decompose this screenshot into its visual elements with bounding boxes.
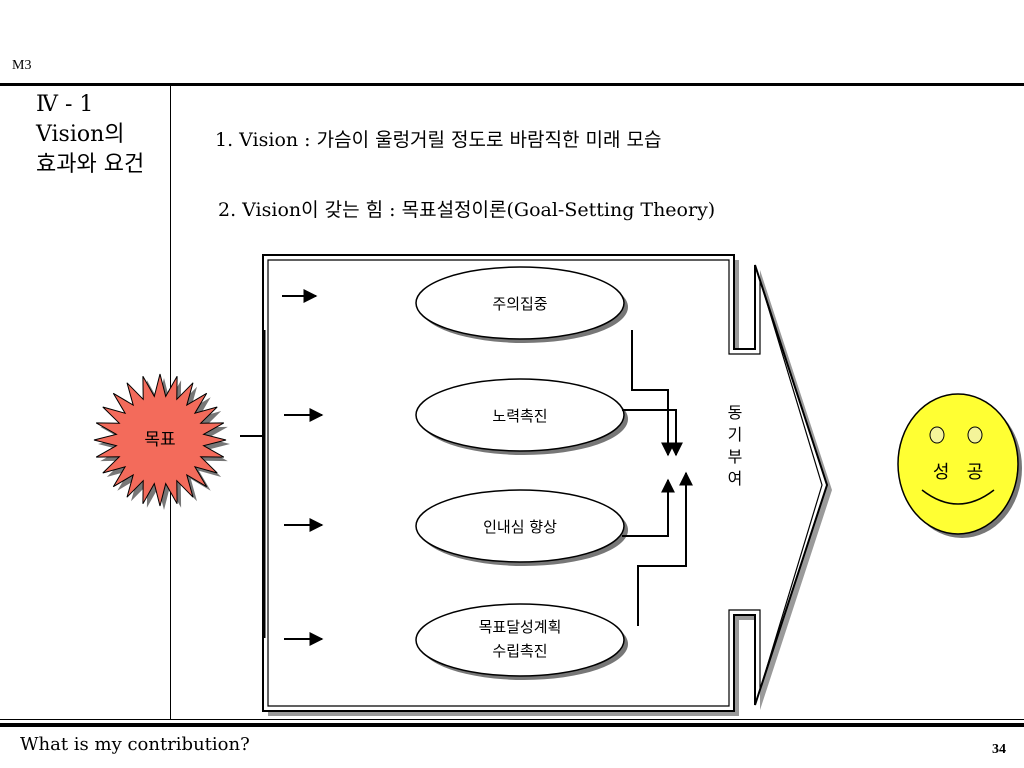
goal-label: 목표: [144, 430, 175, 450]
oval-label: 주의집중: [492, 295, 547, 313]
footer-rule-thick: [0, 723, 1024, 727]
oval-effort: 노력촉진: [415, 378, 628, 455]
motivation-char: 부: [728, 447, 743, 466]
success-smiley: 성 공: [897, 393, 1022, 538]
page-number: 34: [992, 742, 1006, 757]
footer-rule-thin: [0, 719, 1024, 720]
header-rule: [0, 83, 1024, 86]
oval-planning: 목표달성계획 수립촉진: [415, 603, 628, 680]
eye-icon: [929, 426, 945, 444]
oval-attention: 주의집중: [415, 266, 628, 343]
section-title-line: Ⅳ - 1: [36, 92, 94, 117]
section-title-line: Vision의: [36, 122, 125, 147]
motivation-char: 동: [728, 403, 743, 422]
oval-label: 노력촉진: [492, 407, 547, 425]
smile-icon: [921, 489, 995, 505]
step-arrow: [622, 409, 683, 457]
vision-power: 2. Vision이 갖는 힘 : 목표설정이론(Goal-Setting Th…: [218, 199, 716, 221]
footer-question: What is my contribution?: [20, 734, 250, 755]
step-arrow: [631, 330, 675, 457]
success-label: 성 공: [933, 462, 983, 483]
motivation-char: 여: [728, 469, 743, 488]
vision-definition: 1. Vision : 가슴이 울렁거릴 정도로 바람직한 미래 모습: [215, 129, 662, 151]
eye-icon: [967, 426, 983, 444]
slide-tag: M3: [12, 58, 32, 73]
goal-starburst: 목표: [93, 373, 230, 510]
section-title: Ⅳ - 1 Vision의 효과와 요건: [36, 90, 144, 180]
oval-label: 인내심 향상: [483, 518, 557, 536]
motivation-char: 기: [728, 425, 743, 444]
arrow-container-inner: [267, 259, 823, 707]
arrow-container: [262, 254, 829, 712]
oval-label: 목표달성계획: [479, 618, 562, 636]
oval-label: 수립촉진: [492, 642, 547, 660]
section-title-line: 효과와 요건: [36, 152, 145, 177]
oval-persistence: 인내심 향상: [415, 489, 628, 566]
step-arrow: [622, 478, 675, 537]
step-arrow: [637, 471, 693, 626]
